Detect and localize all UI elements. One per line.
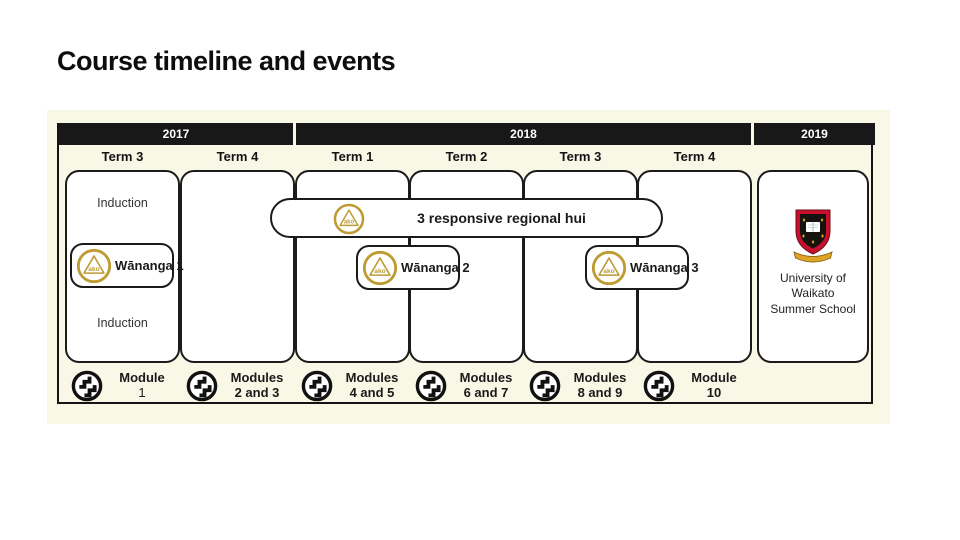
year-2018: 2018 [296,123,751,145]
module-label-line1: Modules [345,370,399,386]
term-column-2 [180,170,295,363]
module-label-line2: 10 [706,385,722,400]
svg-text:ako: ako [374,267,385,274]
module-1-item: Module 1 [65,367,180,405]
term-label-1: Term 3 [101,149,144,164]
waikato-crest-icon [757,207,869,265]
year-label: 2018 [510,127,537,141]
module-label-line2: 2 and 3 [234,385,280,400]
module-label: Modules 2 and 3 [219,371,295,400]
induction-label-top: Induction [97,196,148,210]
module-icon [300,369,334,403]
svg-text:ako: ako [603,267,614,274]
summer-school-label: University of Waikato Summer School [757,271,869,317]
term-label-4: Term 2 [445,149,488,164]
module-icon [414,369,448,403]
year-2017: 2017 [59,123,293,145]
induction-label-bottom: Induction [97,316,148,330]
module-label-line2: 8 and 9 [577,385,623,400]
year-label: 2019 [801,127,828,141]
wananga-1-label: Wānanga 1 [115,258,184,273]
wananga-2-label: Wānanga 2 [401,260,470,275]
module-label-line2: 6 and 7 [463,385,509,400]
svg-text:ako: ako [344,219,355,225]
module-2-3-item: Modules 2 and 3 [180,367,295,405]
module-icon [642,369,676,403]
term-label-6: Term 4 [673,149,716,164]
module-icon [70,369,104,403]
wananga-1-badge: ako Wānanga 1 [70,243,184,288]
timeline-panel: 2017 2018 2019 Term 3 Term 4 Term 1 Term… [47,110,890,424]
wananga-3-badge: ako Wānanga 3 [585,245,699,290]
term-label-3: Term 1 [331,149,374,164]
module-4-5-item: Modules 4 and 5 [295,367,410,405]
ako-logo-icon: ako [332,202,366,236]
year-column-2019 [757,170,869,363]
module-label: Module 1 [104,371,180,400]
year-label: 2017 [162,127,190,141]
ako-logo-icon: ako [75,247,113,285]
module-label-line1: Module [119,370,165,386]
summer-school-line: Summer School [770,301,856,316]
module-label-line1: Module [691,370,737,386]
regional-hui-pill: ako 3 responsive regional hui [270,198,663,238]
module-8-9-item: Modules 8 and 9 [523,367,638,405]
module-label-line1: Modules [459,370,513,386]
module-label: Modules 8 and 9 [562,371,638,400]
regional-hui-label: 3 responsive regional hui [417,210,586,226]
module-10-item: Module 10 [637,367,752,405]
module-label-line1: Modules [230,370,284,386]
summer-school-line: Waikato [791,286,835,301]
module-label: Modules 4 and 5 [334,371,410,400]
module-icon [528,369,562,403]
module-label-line1: Modules [573,370,627,386]
term-label-2: Term 4 [216,149,259,164]
module-6-7-item: Modules 6 and 7 [409,367,524,405]
year-2019: 2019 [754,123,875,145]
summer-school-line: University of [779,271,847,285]
page-title: Course timeline and events [57,46,396,76]
timeline-table: 2017 2018 2019 Term 3 Term 4 Term 1 Term… [57,123,875,405]
module-label: Module 10 [676,371,752,400]
term-label-5: Term 3 [559,149,602,164]
wananga-3-label: Wānanga 3 [630,260,699,275]
module-label-line2: 4 and 5 [349,385,395,400]
svg-text:ako: ako [88,265,99,272]
wananga-2-badge: ako Wānanga 2 [356,245,470,290]
module-label-line2: 1 [138,385,146,400]
module-icon [185,369,219,403]
ako-logo-icon: ako [361,249,399,287]
module-label: Modules 6 and 7 [448,371,524,400]
ako-logo-icon: ako [590,249,628,287]
